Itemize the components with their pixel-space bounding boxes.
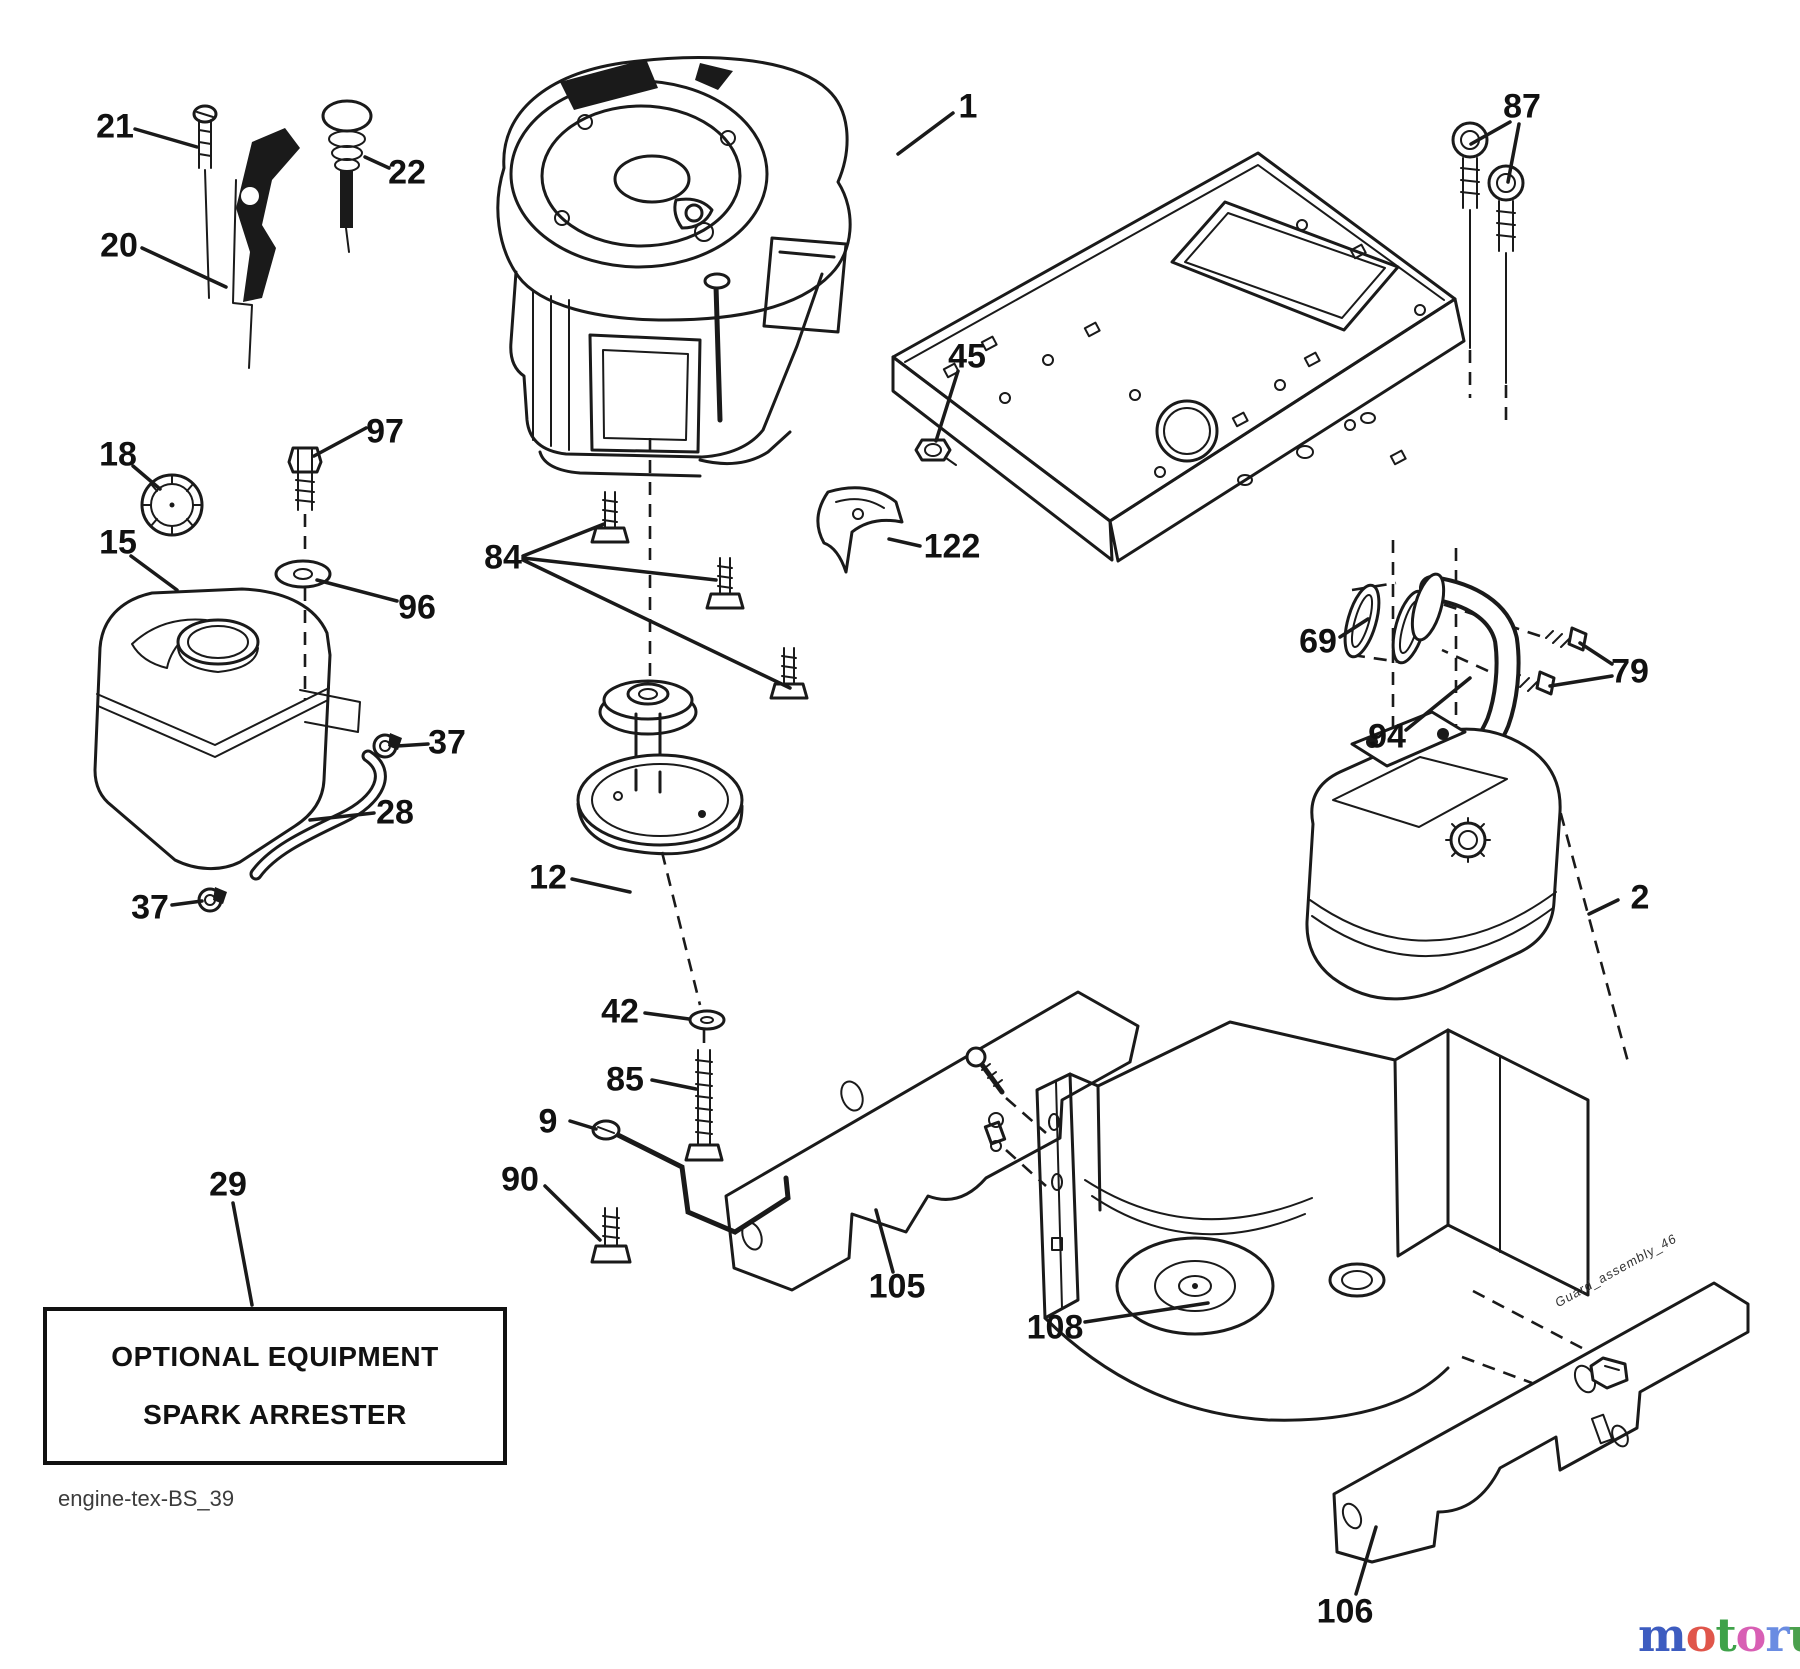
callout-28: 28 [376, 793, 414, 832]
motoruf-logo: motoruf.de [1638, 1612, 1800, 1658]
callout-37a: 37 [428, 723, 466, 762]
flange-nut-45 [914, 438, 957, 466]
callout-2: 2 [1630, 878, 1650, 917]
callout-45: 45 [948, 337, 986, 376]
callout-69: 69 [1299, 622, 1337, 661]
logo-letter-o2: o [1735, 1608, 1767, 1662]
callout-20: 20 [100, 226, 138, 265]
washer-42 [688, 1009, 726, 1031]
callout-42: 42 [601, 992, 639, 1031]
clamp-37b [197, 887, 227, 913]
choke-cable-22 [321, 99, 373, 253]
callout-108: 108 [1026, 1308, 1084, 1347]
callout-84: 84 [484, 538, 522, 577]
tank-bolt-97 [287, 446, 323, 511]
diagram-code: engine-tex-BS_39 [58, 1486, 235, 1511]
callout-21: 21 [96, 107, 134, 146]
engine-1 [496, 56, 852, 478]
callout-105: 105 [868, 1267, 926, 1306]
callout-18: 18 [99, 435, 137, 474]
callout-15: 15 [99, 523, 137, 562]
callout-29: 29 [209, 1165, 247, 1204]
callout-106: 106 [1316, 1592, 1374, 1631]
heat-shield-105 [724, 990, 1140, 1292]
muffler-2 [1305, 710, 1562, 1001]
bolt-85 [684, 1049, 724, 1162]
mount-bolts-84 [590, 491, 809, 700]
callout-1: 1 [958, 87, 978, 126]
thumbscrews-87 [1451, 121, 1525, 384]
fuel-tank-15 [93, 587, 361, 871]
callout-90: 90 [501, 1160, 539, 1199]
callout-22: 22 [388, 153, 426, 192]
screw-21 [192, 104, 218, 299]
engine-guard-108 [1035, 1020, 1590, 1422]
callout-85: 85 [606, 1060, 644, 1099]
logo-letter-o1: o [1685, 1608, 1717, 1662]
callout-79: 79 [1611, 652, 1649, 691]
callout-96: 96 [398, 588, 436, 627]
optional-equipment-line1: OPTIONAL EQUIPMENT [111, 1341, 439, 1372]
logo-letter-m: m [1638, 1608, 1687, 1662]
logo-letter-r: r [1765, 1608, 1789, 1662]
brake-rod-9 [591, 1119, 791, 1235]
callout-122: 122 [923, 527, 981, 566]
logo-letter-u: u [1789, 1608, 1800, 1662]
callout-97: 97 [366, 412, 404, 451]
callout-9: 9 [538, 1102, 558, 1141]
screws-79 [1512, 626, 1588, 696]
optional-equipment-line2: SPARK ARRESTER [143, 1399, 407, 1430]
chassis-frame [891, 151, 1466, 563]
optional-equipment-box: OPTIONAL EQUIPMENT SPARK ARRESTER [43, 1307, 507, 1465]
throttle-control-20 [232, 128, 300, 369]
callout-37b: 37 [131, 888, 169, 927]
callout-12: 12 [529, 858, 567, 897]
clamp-37a [372, 733, 402, 759]
fuel-cap-18 [140, 473, 204, 537]
leader-lines [129, 111, 1620, 1596]
pulley-12 [576, 679, 744, 856]
logo-letter-t: t [1715, 1608, 1736, 1662]
guard-plate-106 [1332, 1281, 1750, 1564]
callout-94: 94 [1368, 717, 1406, 756]
callout-87: 87 [1503, 87, 1541, 126]
bolt-90 [590, 1207, 632, 1264]
belt-guide-122 [816, 486, 904, 574]
washer-96 [274, 559, 332, 589]
